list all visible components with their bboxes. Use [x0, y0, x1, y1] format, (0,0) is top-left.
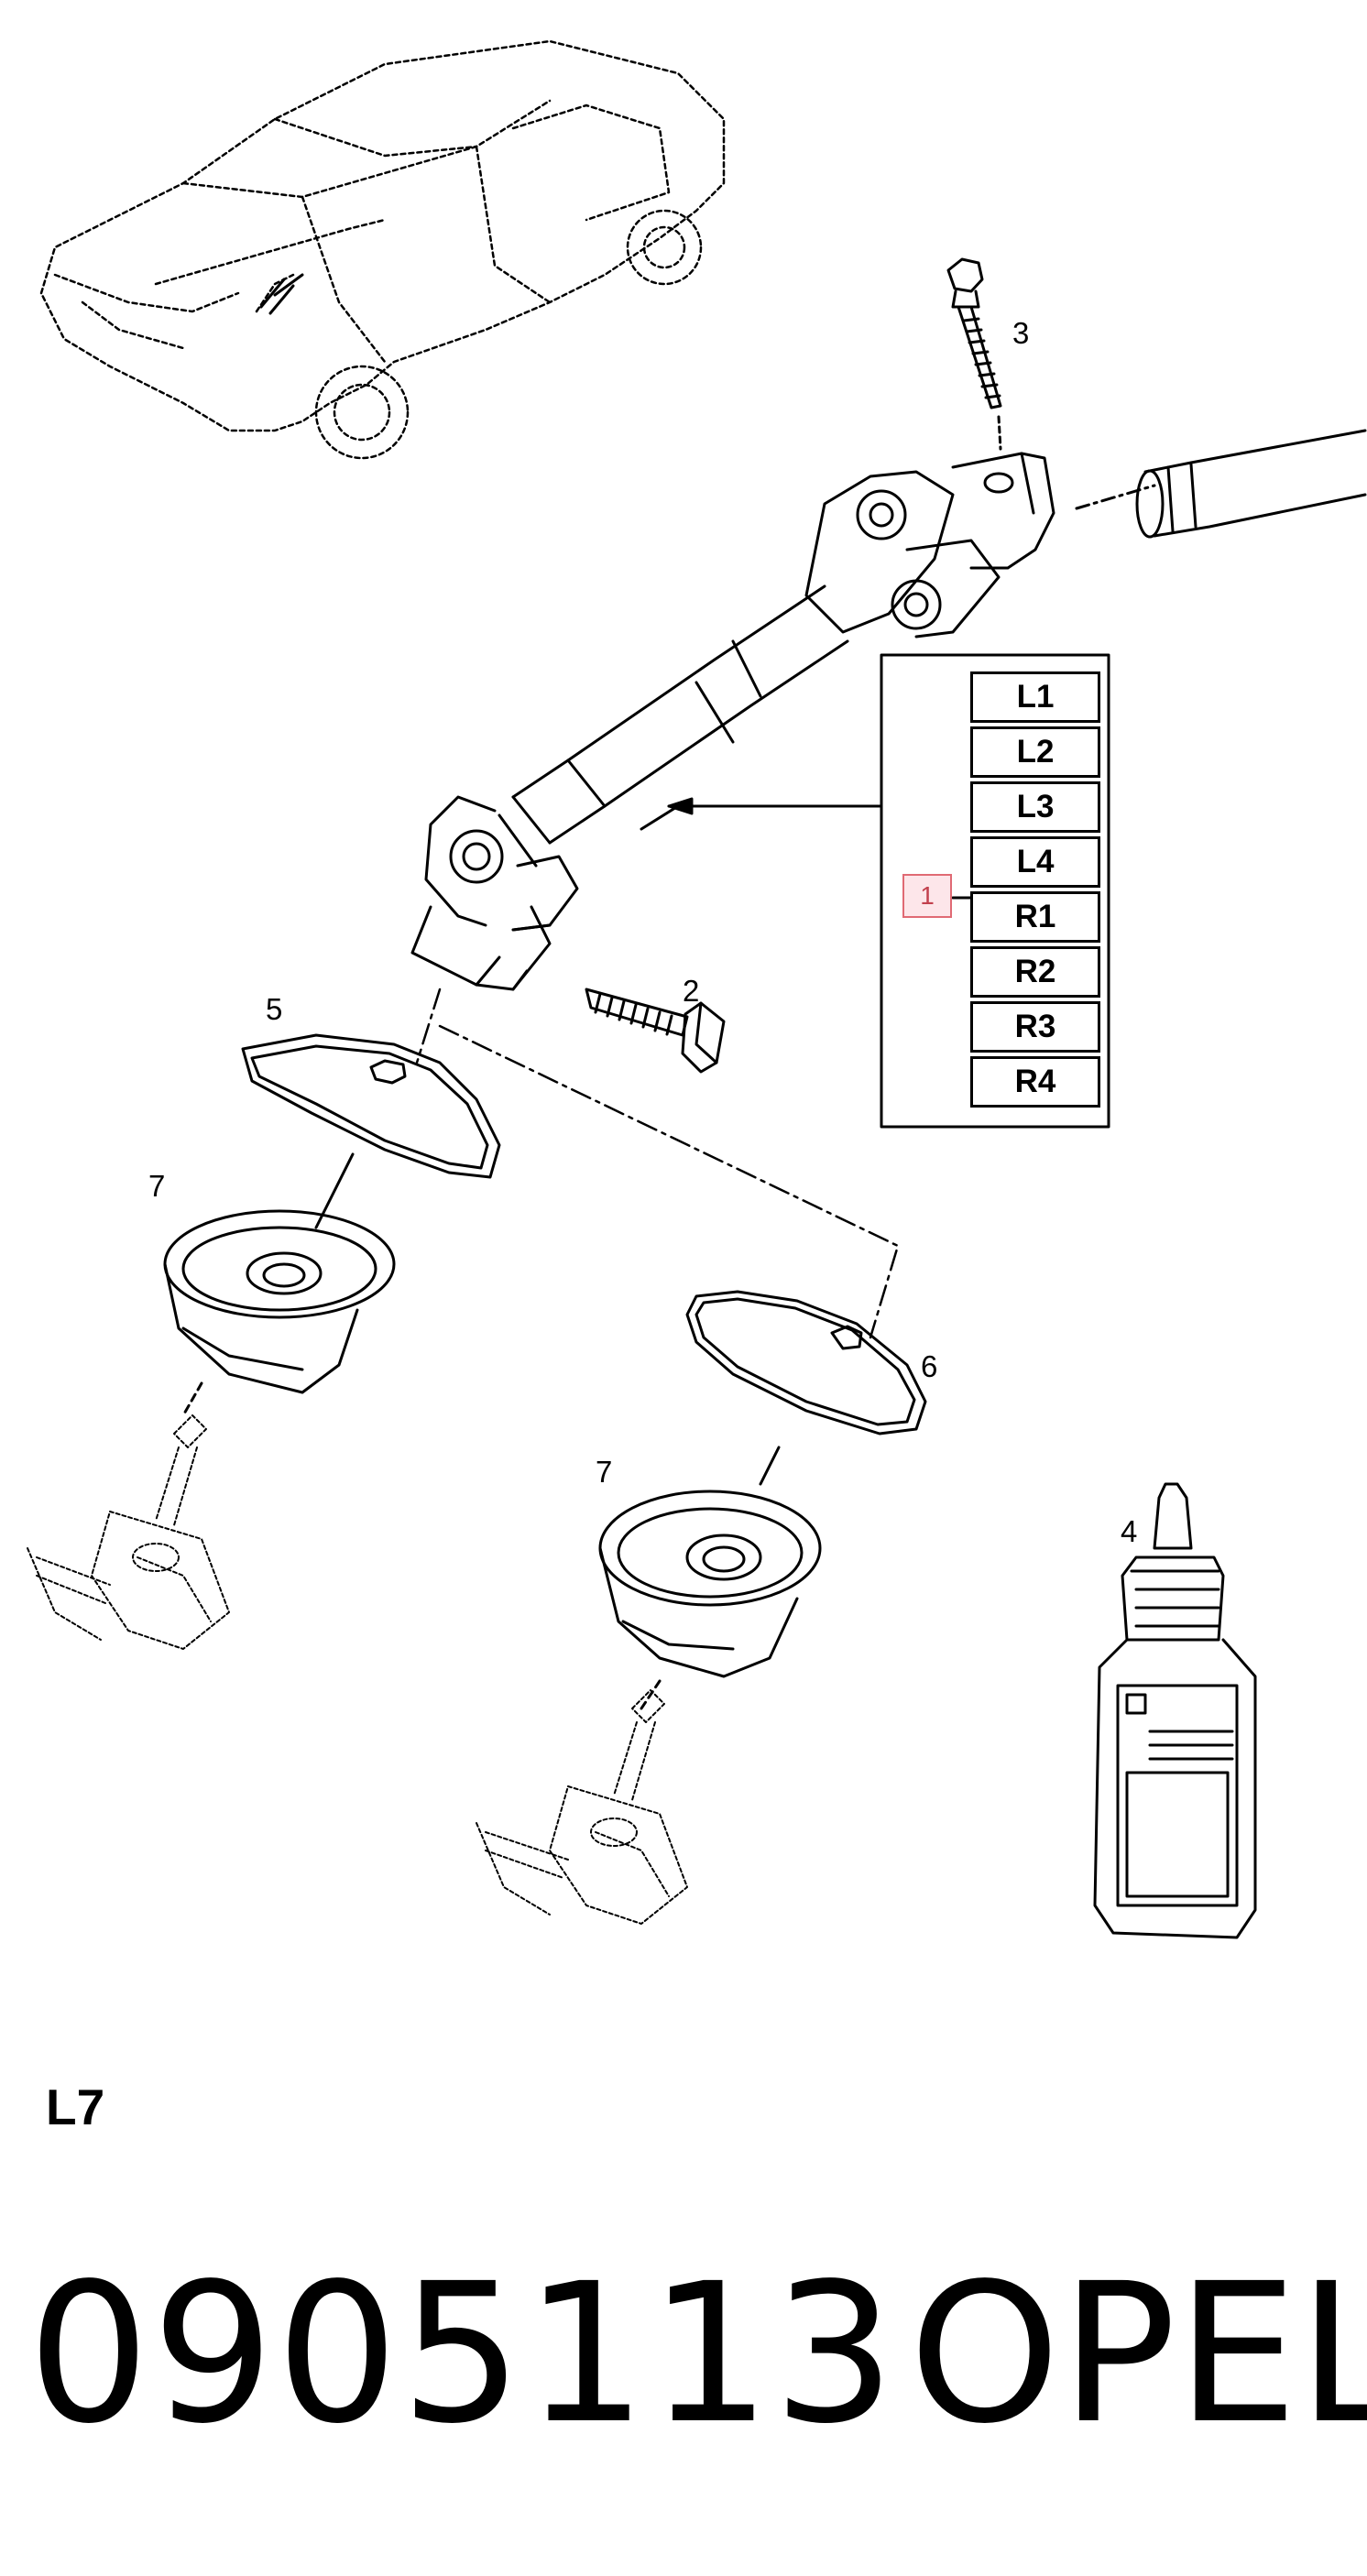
legend-cell-l1: L1: [970, 671, 1100, 723]
callout-1: 1: [920, 881, 935, 910]
legend-cell-r2: R2: [970, 946, 1100, 998]
seal-6-shape: [685, 1290, 927, 1486]
exploded-parts-diagram: [27, 39, 1367, 1939]
steering-gear-right: [476, 1689, 688, 1925]
callout-7-left: 7: [148, 1169, 166, 1203]
legend-cell-l2: L2: [970, 726, 1100, 778]
callout-6: 6: [921, 1349, 938, 1383]
callout-5: 5: [266, 992, 283, 1026]
bolt-3-shape: [946, 257, 1002, 451]
lower-universal-joint: [410, 795, 579, 991]
legend-cell-l4: L4: [970, 836, 1100, 888]
reference-line: [415, 988, 900, 1339]
seal-5-shape: [241, 1033, 501, 1229]
rubber-mount-right: [598, 1490, 822, 1710]
rubber-mount-left: [163, 1209, 396, 1417]
upper-universal-joint: [804, 452, 1055, 639]
callout-4: 4: [1121, 1514, 1138, 1548]
grease-bottle-4: [1093, 1482, 1257, 1939]
bolt-2-shape: [585, 988, 726, 1074]
legend-cell-r3: R3: [970, 1001, 1100, 1053]
brand-name: OPEL: [909, 2242, 1367, 2466]
legend-frame: [880, 653, 1110, 1129]
car-outline-illustration: [39, 39, 726, 460]
column-shaft-end: [1075, 429, 1367, 539]
steering-gear-left: [27, 1414, 230, 1650]
variant-code: L7: [46, 2079, 105, 2135]
car-steering-highlight: [259, 273, 304, 315]
legend-cell-l3: L3: [970, 781, 1100, 833]
intermediate-shaft-tube: [498, 584, 849, 868]
part-number: 0905113: [27, 2242, 898, 2466]
legend-cell-r1: R1: [970, 891, 1100, 943]
legend-cell-r4: R4: [970, 1056, 1100, 1108]
legend-pointer-arrow: [667, 797, 883, 815]
callout-1-highlight[interactable]: 1: [902, 874, 952, 918]
callout-2: 2: [683, 974, 700, 1008]
callout-3: 3: [1012, 316, 1030, 350]
callout-7-right: 7: [596, 1455, 613, 1489]
